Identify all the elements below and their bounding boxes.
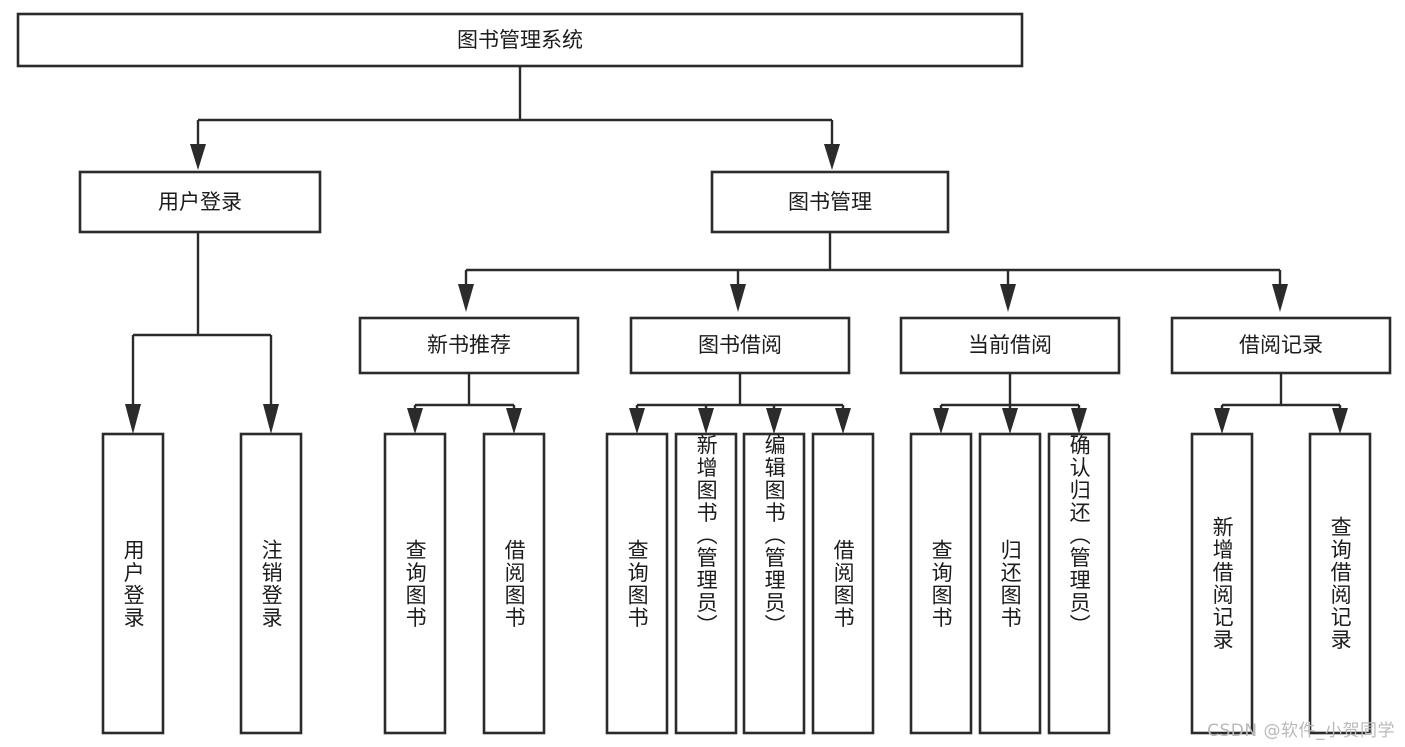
leaf-box-bookborrow-2[interactable] (674, 432, 738, 735)
node-current-borrow[interactable]: 当前借阅 (899, 316, 1121, 375)
leaf-box-newbook-2[interactable] (482, 432, 546, 735)
connectors-currentborrow-to-leaves (933, 373, 1087, 434)
node-borrow-record[interactable]: 借阅记录 (1170, 316, 1392, 375)
node-user-login-box (78, 170, 322, 234)
node-current-borrow-box (899, 316, 1121, 375)
leaf-box-user-login-2[interactable] (239, 432, 303, 735)
node-current-borrow-label: 当前借阅 (968, 333, 1052, 357)
node-book-borrow-box (629, 316, 851, 375)
node-book-manage-box (710, 170, 950, 234)
node-root[interactable]: 图书管理系统 (16, 12, 1024, 68)
connectors-newbook-to-leaves (407, 373, 522, 434)
arrow-newbook-leaf2-icon (506, 408, 522, 434)
node-new-book-recommend[interactable]: 新书推荐 (358, 316, 580, 375)
node-new-book-recommend-box (358, 316, 580, 375)
connectors-bookborrow-to-leaves (629, 373, 851, 434)
arrow-newbook-leaf1-icon (407, 408, 423, 434)
node-book-borrow[interactable]: 图书借阅 (629, 316, 851, 375)
leaf-box-currentborrow-2[interactable] (978, 432, 1042, 735)
arrow-to-user-login-icon (190, 144, 206, 170)
arrow-userlogin-leaf1-icon (125, 404, 141, 434)
arrow-currentborrow-leaf1-icon (933, 408, 949, 434)
arrow-bookborrow-leaf4-icon (835, 408, 851, 434)
arrow-currentborrow-leaf3-icon (1071, 408, 1087, 434)
connectors-root-to-level2 (190, 66, 840, 170)
node-book-manage[interactable]: 图书管理 (710, 170, 950, 234)
connectors-bookmanage-to-level3 (458, 233, 1288, 312)
node-new-book-recommend-label: 新书推荐 (427, 333, 511, 357)
leaf-box-newbook-1[interactable] (383, 432, 447, 735)
node-user-login[interactable]: 用户登录 (78, 170, 322, 234)
leaf-boxes-new-book-recommend (383, 432, 546, 735)
leaf-boxes-user-login (101, 432, 303, 735)
arrow-to-newbook-icon (458, 284, 474, 312)
leaf-box-bookborrow-3[interactable] (742, 432, 806, 735)
arrow-to-book-manage-icon (824, 144, 840, 170)
node-root-box (16, 12, 1024, 68)
connectors-userlogin-to-leaves (125, 233, 279, 434)
leaf-box-currentborrow-1[interactable] (909, 432, 973, 735)
arrow-to-borrowrecord-icon (1272, 284, 1288, 312)
arrow-to-bookborrow-icon (730, 284, 746, 312)
leaf-box-currentborrow-3[interactable] (1047, 432, 1111, 735)
leaf-box-borrowrecord-1[interactable] (1190, 432, 1254, 735)
node-borrow-record-label: 借阅记录 (1239, 333, 1323, 357)
leaf-box-user-login-1[interactable] (101, 432, 165, 735)
csdn-watermark: CSDN @软件_小贺同学 (1207, 721, 1395, 741)
node-borrow-record-box (1170, 316, 1392, 375)
arrow-to-currentborrow-icon (1000, 284, 1016, 312)
leaf-boxes-current-borrow (909, 432, 1111, 735)
node-user-login-label: 用户登录 (158, 190, 242, 214)
connectors-borrowrecord-to-leaves (1214, 373, 1348, 434)
leaf-boxes-book-borrow (605, 432, 875, 735)
arrow-bookborrow-leaf3-icon (766, 408, 782, 434)
arrow-borrowrecord-leaf1-icon (1214, 408, 1230, 434)
leaf-box-bookborrow-1[interactable] (605, 432, 669, 735)
arrow-currentborrow-leaf2-icon (1002, 408, 1018, 434)
arrow-userlogin-leaf2-icon (263, 404, 279, 434)
arrow-bookborrow-leaf2-icon (698, 408, 714, 434)
leaf-box-bookborrow-4[interactable] (811, 432, 875, 735)
node-book-borrow-label: 图书借阅 (698, 333, 782, 357)
arrow-bookborrow-leaf1-icon (629, 408, 645, 434)
leaf-boxes-borrow-record (1190, 432, 1372, 735)
arrow-borrowrecord-leaf2-icon (1332, 408, 1348, 434)
node-book-manage-label: 图书管理 (788, 190, 872, 214)
node-root-label: 图书管理系统 (457, 28, 583, 52)
leaf-box-borrowrecord-2[interactable] (1308, 432, 1372, 735)
